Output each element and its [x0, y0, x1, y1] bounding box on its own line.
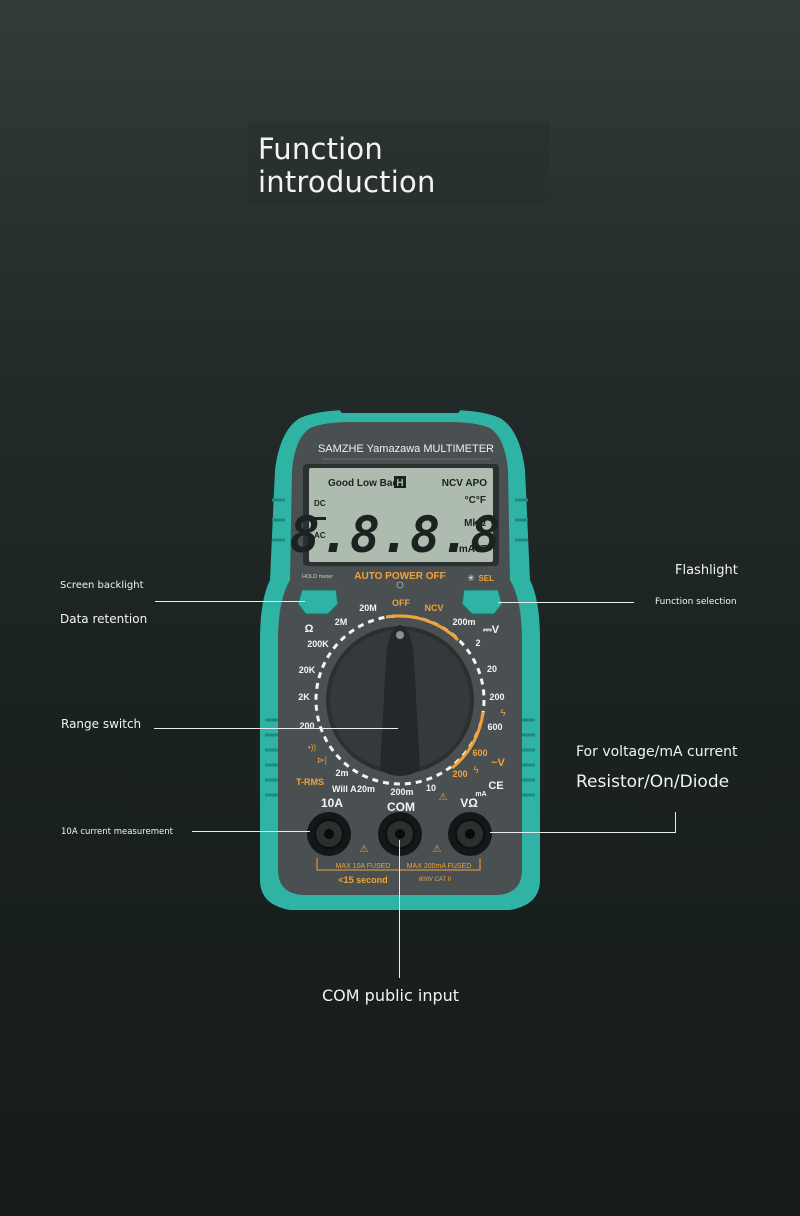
cat-label: 600V CAT II — [419, 877, 451, 883]
label-resistor-diode: Resistor/On/Diode — [576, 772, 730, 792]
dial-600-acv: 600 — [472, 748, 487, 758]
lcd-dc: DC — [314, 499, 326, 508]
dial-ncv: NCV — [424, 603, 443, 613]
callout-line-10a — [192, 831, 310, 832]
sel-label: SEL — [478, 574, 494, 583]
dial-200K: 200K — [307, 639, 329, 649]
dial-2K: 2K — [298, 692, 310, 702]
ohm-symbol: Ω — [305, 623, 314, 635]
lcd-ncv-apo: NCV APO — [442, 478, 487, 489]
auto-power-off-label: AUTO POWER OFF — [354, 571, 445, 582]
t-rms-label: T-RMS — [296, 777, 324, 787]
lcd-hold-symbol: H — [396, 478, 403, 489]
dial-20: 20 — [487, 664, 497, 674]
dcv-symbol: ⎓V — [483, 624, 500, 636]
jack-vohm[interactable] — [448, 812, 492, 856]
lcd-temp-units: °C°F — [465, 495, 486, 506]
dial-2M: 2M — [335, 617, 348, 627]
dial-labels: OFF NCV 20M 2M 200K 20K 2K 200 200m 2 20… — [298, 598, 504, 797]
warning-icon-right: ⚠ — [433, 844, 442, 855]
jack-10a[interactable] — [307, 812, 351, 856]
sel-button[interactable] — [461, 589, 503, 615]
hazard-bolt-acv-icon: ϟ — [473, 765, 479, 776]
label-function-selection: Function selection — [655, 597, 737, 607]
brand-text: SAMZHE Yamazawa MULTIMETER — [318, 443, 494, 455]
page-title-line2: introduction — [258, 165, 436, 199]
flashlight-symbol-icon: ✳ — [467, 573, 475, 583]
label-screen-backlight: Screen backlight — [60, 580, 144, 591]
lcd-screen — [309, 468, 493, 562]
grip-ribs — [265, 498, 535, 797]
label-data-retention: Data retention — [60, 612, 148, 626]
hold-button[interactable] — [297, 589, 339, 615]
jack-com[interactable] — [378, 812, 422, 856]
continuity-icon: •)) — [308, 743, 316, 752]
dial-arc-ncv — [385, 614, 460, 642]
callout-line-function — [498, 602, 634, 603]
dial-off: OFF — [392, 598, 410, 608]
dial-200-dcv: 200 — [489, 692, 504, 702]
hazard-bolt-icon: ϟ — [500, 708, 506, 719]
dial-200m-a: 200m — [390, 787, 413, 797]
top-strip — [340, 405, 460, 413]
dial-2m-a: 2m — [335, 768, 348, 778]
dial-arc-acv — [451, 711, 485, 770]
page-title-line1: Function — [258, 132, 383, 166]
lcd-ohm-units: MkΩ — [464, 518, 486, 529]
dial-200-ohm: 200 — [299, 721, 314, 731]
label-voltage-ma: For voltage/mA current — [576, 744, 738, 760]
callout-line-voltage — [490, 832, 676, 833]
dial-will-a: Will A — [332, 784, 357, 794]
label-flashlight: Flashlight — [675, 563, 738, 578]
dial-200-acv: 200 — [452, 769, 467, 779]
lcd-avf-units: mAVF — [459, 544, 487, 555]
lcd-good-low-bad: Good Low Bad — [328, 478, 399, 489]
knob-pointer — [380, 625, 420, 776]
ce-mark: CE — [488, 780, 503, 792]
dial-20M: 20M — [359, 603, 377, 613]
callout-line-backlight — [155, 601, 305, 602]
dial-2: 2 — [475, 638, 480, 648]
jack-ma-label: mA — [475, 791, 486, 798]
fuse-right-label: MAX 200mA FUSED — [407, 863, 472, 870]
title-box — [247, 122, 550, 204]
dial-20m-a: 20m — [357, 784, 375, 794]
lcd-digits: 8.8.8.8 — [290, 506, 501, 564]
warning-icon-left: ⚠ — [360, 844, 369, 855]
acv-symbol: ~V — [491, 757, 505, 769]
jack-vohm-label: VΩ — [460, 796, 478, 810]
callout-line-com — [399, 840, 400, 978]
dial-600-dcv: 600 — [487, 722, 502, 732]
callout-line-voltage-vert — [675, 812, 676, 833]
label-range-switch: Range switch — [61, 717, 142, 731]
dial-10: 10 — [426, 783, 436, 793]
seconds-label: <15 second — [338, 875, 387, 885]
dial-200m-dcv: 200m — [452, 617, 475, 627]
lcd-ac: AC — [314, 531, 326, 540]
jack-10a-label: 10A — [321, 796, 343, 810]
hold-meter-label: HOLD meter — [302, 574, 333, 580]
jack-com-label: COM — [387, 800, 415, 814]
fuse-left-label: MAX 10A FUSED — [336, 863, 391, 870]
callout-line-range — [154, 728, 398, 729]
dial-ring — [314, 614, 486, 786]
warning-icon-top: ⚠ — [439, 792, 448, 803]
diode-icon: ⊳| — [317, 755, 327, 765]
dial-20K: 20K — [299, 665, 316, 675]
label-com-input: COM public input — [322, 986, 460, 1005]
label-10a-current: 10A current measurement — [61, 827, 173, 837]
